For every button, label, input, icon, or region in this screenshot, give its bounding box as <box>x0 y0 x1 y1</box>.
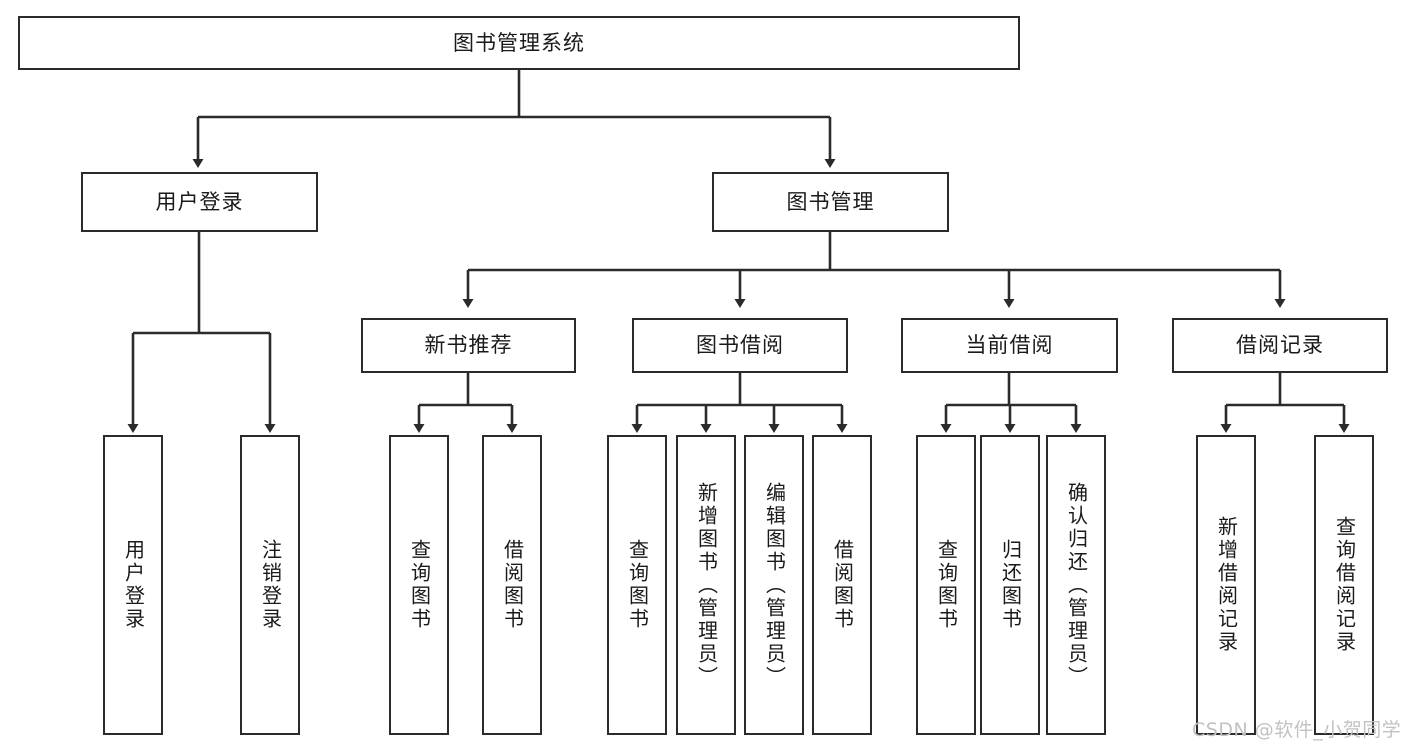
node-label: 借阅图书 <box>500 539 525 631</box>
node-label: 归还图书 <box>998 539 1023 631</box>
node-label: 确认归还（管理员） <box>1064 481 1089 689</box>
node-current-borrow[interactable]: 当前借阅 <box>901 318 1118 373</box>
node-label: 图书管理 <box>786 189 875 214</box>
node-label: 借阅记录 <box>1236 333 1324 358</box>
node-label: 查询图书 <box>625 539 650 631</box>
node-label: 查询图书 <box>934 539 959 631</box>
node-label: 当前借阅 <box>965 333 1054 358</box>
leaf-record-query-record[interactable]: 查询借阅记录 <box>1314 435 1374 735</box>
leaf-record-add-record[interactable]: 新增借阅记录 <box>1196 435 1256 735</box>
leaf-borrow-query-book[interactable]: 查询图书 <box>607 435 667 735</box>
node-label: 新书推荐 <box>424 333 513 358</box>
node-label: 图书借阅 <box>696 333 784 358</box>
node-borrow-record[interactable]: 借阅记录 <box>1172 318 1388 373</box>
node-book-management[interactable]: 图书管理 <box>712 172 949 232</box>
node-label: 新增图书（管理员） <box>694 481 719 689</box>
node-label: 编辑图书（管理员） <box>762 481 787 689</box>
node-user-login[interactable]: 用户登录 <box>81 172 318 232</box>
leaf-borrow-add-book-admin[interactable]: 新增图书（管理员） <box>676 435 736 735</box>
leaf-user-login-login[interactable]: 用户登录 <box>103 435 163 735</box>
node-root-system[interactable]: 图书管理系统 <box>18 16 1020 70</box>
node-label: 借阅图书 <box>830 539 855 631</box>
node-label: 新增借阅记录 <box>1214 516 1239 654</box>
leaf-current-query-book[interactable]: 查询图书 <box>916 435 976 735</box>
node-label: 用户登录 <box>155 189 244 214</box>
leaf-user-login-logout[interactable]: 注销登录 <box>240 435 300 735</box>
node-label: 注销登录 <box>258 539 283 631</box>
node-label: 查询图书 <box>407 539 432 631</box>
csdn-watermark: CSDN @软件_小贺同学 <box>1192 719 1402 741</box>
leaf-current-confirm-return-admin[interactable]: 确认归还（管理员） <box>1046 435 1106 735</box>
node-label: 图书管理系统 <box>453 30 585 55</box>
leaf-borrow-borrow-book[interactable]: 借阅图书 <box>812 435 872 735</box>
leaf-new-book-query[interactable]: 查询图书 <box>389 435 449 735</box>
leaf-current-return-book[interactable]: 归还图书 <box>980 435 1040 735</box>
leaf-new-book-borrow[interactable]: 借阅图书 <box>482 435 542 735</box>
node-label: 查询借阅记录 <box>1332 516 1357 654</box>
node-label: 用户登录 <box>121 539 146 631</box>
node-book-borrow[interactable]: 图书借阅 <box>632 318 848 373</box>
node-new-book-recommend[interactable]: 新书推荐 <box>361 318 576 373</box>
leaf-borrow-edit-book-admin[interactable]: 编辑图书（管理员） <box>744 435 804 735</box>
